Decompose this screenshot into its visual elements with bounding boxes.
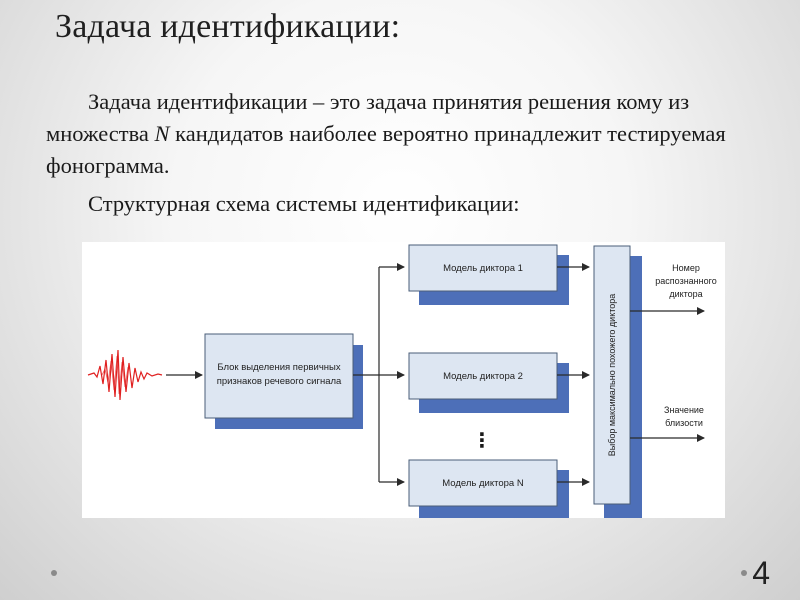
speech-waveform-icon xyxy=(87,349,163,401)
scheme-caption: Структурная схема системы идентификации: xyxy=(88,191,520,216)
identification-scheme-diagram: Блок выделения первичных признаков речев… xyxy=(82,242,725,518)
model-2-label: Модель диктора 2 xyxy=(443,371,523,382)
output-speaker-number-line1: Номер xyxy=(672,263,700,273)
definition-text-start: Задача идентификации – это задача принят… xyxy=(46,89,690,146)
definition-text-end: кандидатов наиболее вероятно принадлежит… xyxy=(46,121,726,178)
speaker-model-n-block: Модель диктора N xyxy=(408,459,569,518)
model-output-arrows xyxy=(557,263,590,486)
page-number: 4 xyxy=(752,555,770,591)
slide-title: Задача идентификации: xyxy=(55,8,401,45)
definition-n: N xyxy=(154,121,170,146)
feature-block-line2: признаков речевого сигнала xyxy=(217,376,342,387)
selector-label: Выбор максимально похожего диктора xyxy=(607,294,617,457)
output-similarity-line1: Значение xyxy=(664,405,704,415)
max-similarity-selector-block: Выбор максимально похожего диктора xyxy=(593,245,642,518)
feature-block-line1: Блок выделения первичных xyxy=(217,362,340,373)
right-bullet-dot xyxy=(741,570,747,576)
selector-output-arrows xyxy=(630,307,705,442)
models-ellipsis: ⋮ xyxy=(472,430,492,452)
slide-body: Задача идентификации – это задача принят… xyxy=(46,86,726,220)
output-speaker-number-line3: диктора xyxy=(669,289,702,299)
speaker-model-2-block: Модель диктора 2 xyxy=(408,352,569,413)
model-n-label: Модель диктора N xyxy=(442,478,524,489)
output-speaker-number-line2: распознанного xyxy=(655,276,716,286)
speaker-model-1-block: Модель диктора 1 xyxy=(408,244,569,305)
feature-extraction-block: Блок выделения первичных признаков речев… xyxy=(204,333,363,429)
branch-connectors xyxy=(353,263,405,486)
definition-paragraph: Задача идентификации – это задача принят… xyxy=(46,86,726,182)
model-1-label: Модель диктора 1 xyxy=(443,263,523,274)
output-similarity-line2: близости xyxy=(665,418,703,428)
left-bullet-dot xyxy=(51,570,57,576)
